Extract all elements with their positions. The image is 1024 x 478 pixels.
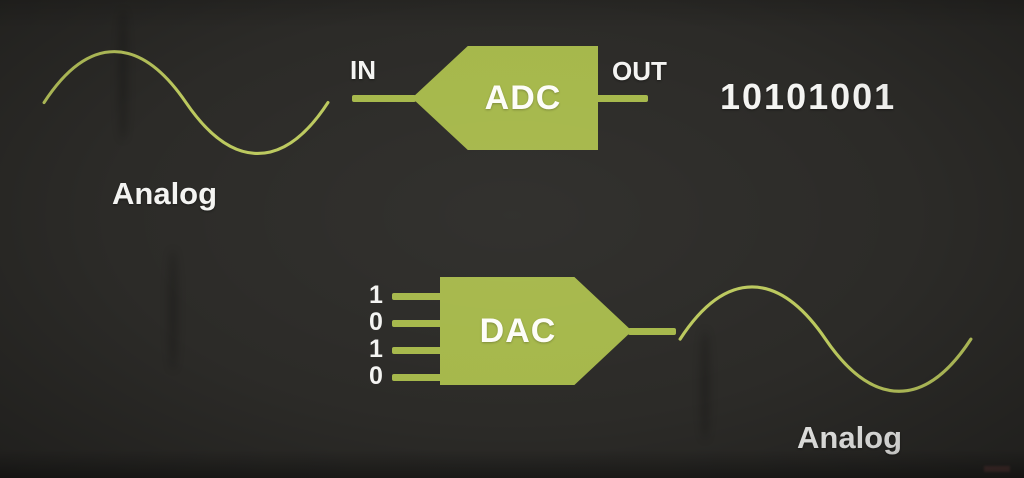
adc-out-label: OUT	[612, 56, 667, 86]
background-smudge	[118, 10, 128, 140]
watermark	[984, 466, 1010, 472]
adc-block-label: ADC	[484, 78, 562, 117]
background-smudge	[168, 250, 178, 370]
binary-output: 10101001	[720, 76, 897, 117]
adc-input-wire	[352, 95, 416, 102]
dac-output-wire	[628, 328, 676, 335]
adc-block: ADC	[412, 46, 598, 150]
analog-input-wave	[42, 50, 330, 155]
dac-input-wire	[392, 374, 442, 381]
dac-bit-label: 1	[369, 281, 383, 309]
dac-bit-label: 1	[369, 335, 383, 363]
dac-block: DAC	[440, 277, 632, 385]
analog-input-label: Analog	[112, 176, 218, 211]
dac-bit-label: 0	[369, 362, 383, 390]
analog-output-label: Analog	[797, 420, 903, 455]
analog-output-wave	[678, 285, 973, 393]
adc-output-wire	[596, 95, 648, 102]
adc-in-label: IN	[350, 55, 376, 85]
dac-block-label: DAC	[479, 311, 557, 350]
dac-input-wire	[392, 320, 442, 327]
dac-bit-label: 0	[369, 308, 383, 336]
dac-input-wire	[392, 347, 442, 354]
background-smudge	[700, 330, 710, 440]
dac-input-wire	[392, 293, 442, 300]
